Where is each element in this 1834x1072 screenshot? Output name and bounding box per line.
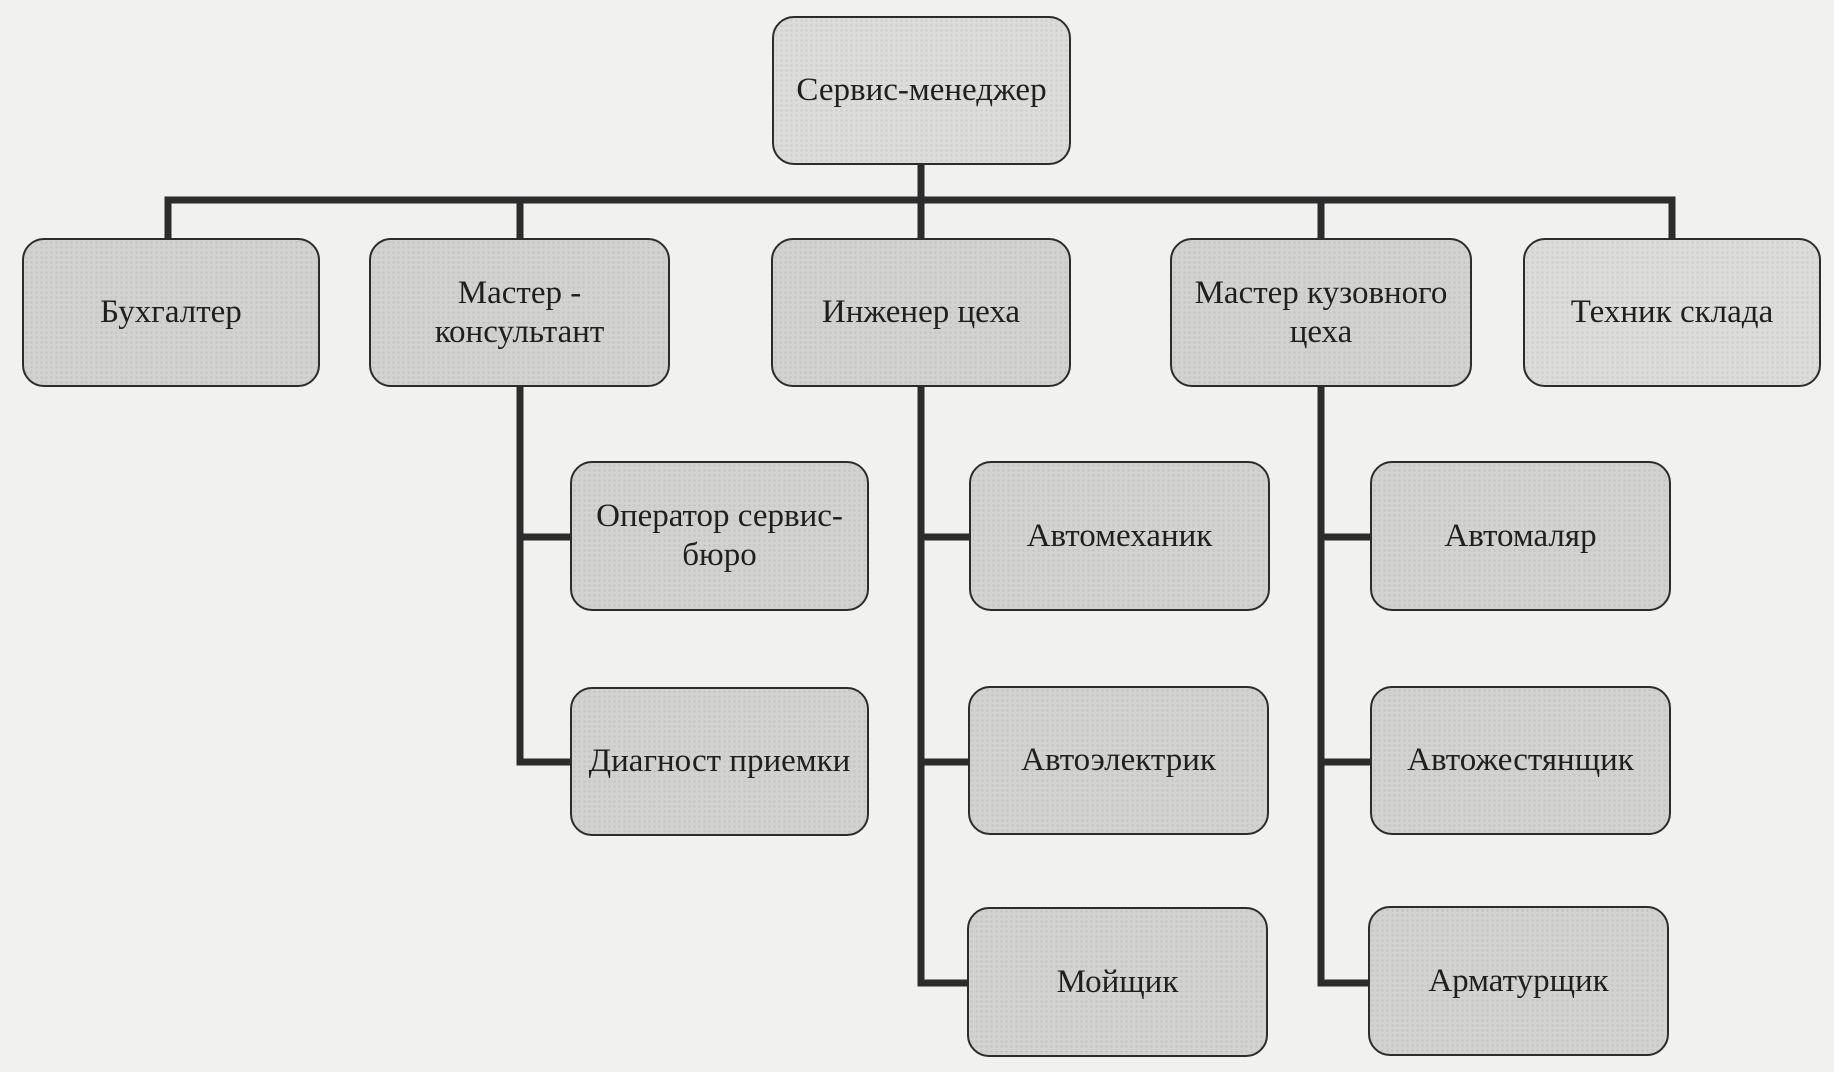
node-washer: Мойщик — [967, 907, 1268, 1057]
node-auto-mechanic: Автомеханик — [969, 461, 1270, 611]
node-reception-diagnostician: Диагност приемки — [570, 687, 869, 836]
node-label: Мастер кузовного цеха — [1194, 274, 1448, 350]
node-label: Мойщик — [1056, 963, 1179, 1000]
node-shop-engineer: Инженер цеха — [771, 238, 1071, 387]
node-service-bureau-operator: Оператор сервис- бюро — [570, 461, 869, 611]
node-auto-painter: Автомаляр — [1370, 461, 1671, 611]
node-label: Автоэлектрик — [1021, 742, 1216, 778]
node-body-shop-master: Мастер кузовного цеха — [1170, 238, 1472, 387]
node-label: Бухгалтер — [100, 294, 242, 330]
node-label: Мастер - консультант — [434, 274, 605, 350]
node-label: Техник склада — [1570, 294, 1774, 330]
node-label: Автомаляр — [1444, 517, 1597, 554]
node-label: Оператор сервис- бюро — [596, 498, 843, 573]
node-label: Диагност приемки — [588, 743, 851, 779]
node-label: Арматурщик — [1428, 962, 1609, 999]
node-service-manager: Сервис-менеджер — [772, 16, 1071, 165]
node-fitter: Арматурщик — [1368, 906, 1669, 1056]
node-auto-tinsmith: Автожестянщик — [1370, 686, 1671, 835]
node-label: Инженер цеха — [821, 294, 1021, 330]
node-warehouse-technician: Техник склада — [1523, 238, 1821, 387]
node-label: Сервис-менеджер — [796, 72, 1047, 108]
node-accountant: Бухгалтер — [22, 238, 320, 387]
node-label: Автожестянщик — [1407, 742, 1634, 778]
node-master-consultant: Мастер - консультант — [369, 238, 670, 387]
node-auto-electrician: Автоэлектрик — [968, 686, 1269, 835]
node-label: Автомеханик — [1026, 517, 1213, 554]
